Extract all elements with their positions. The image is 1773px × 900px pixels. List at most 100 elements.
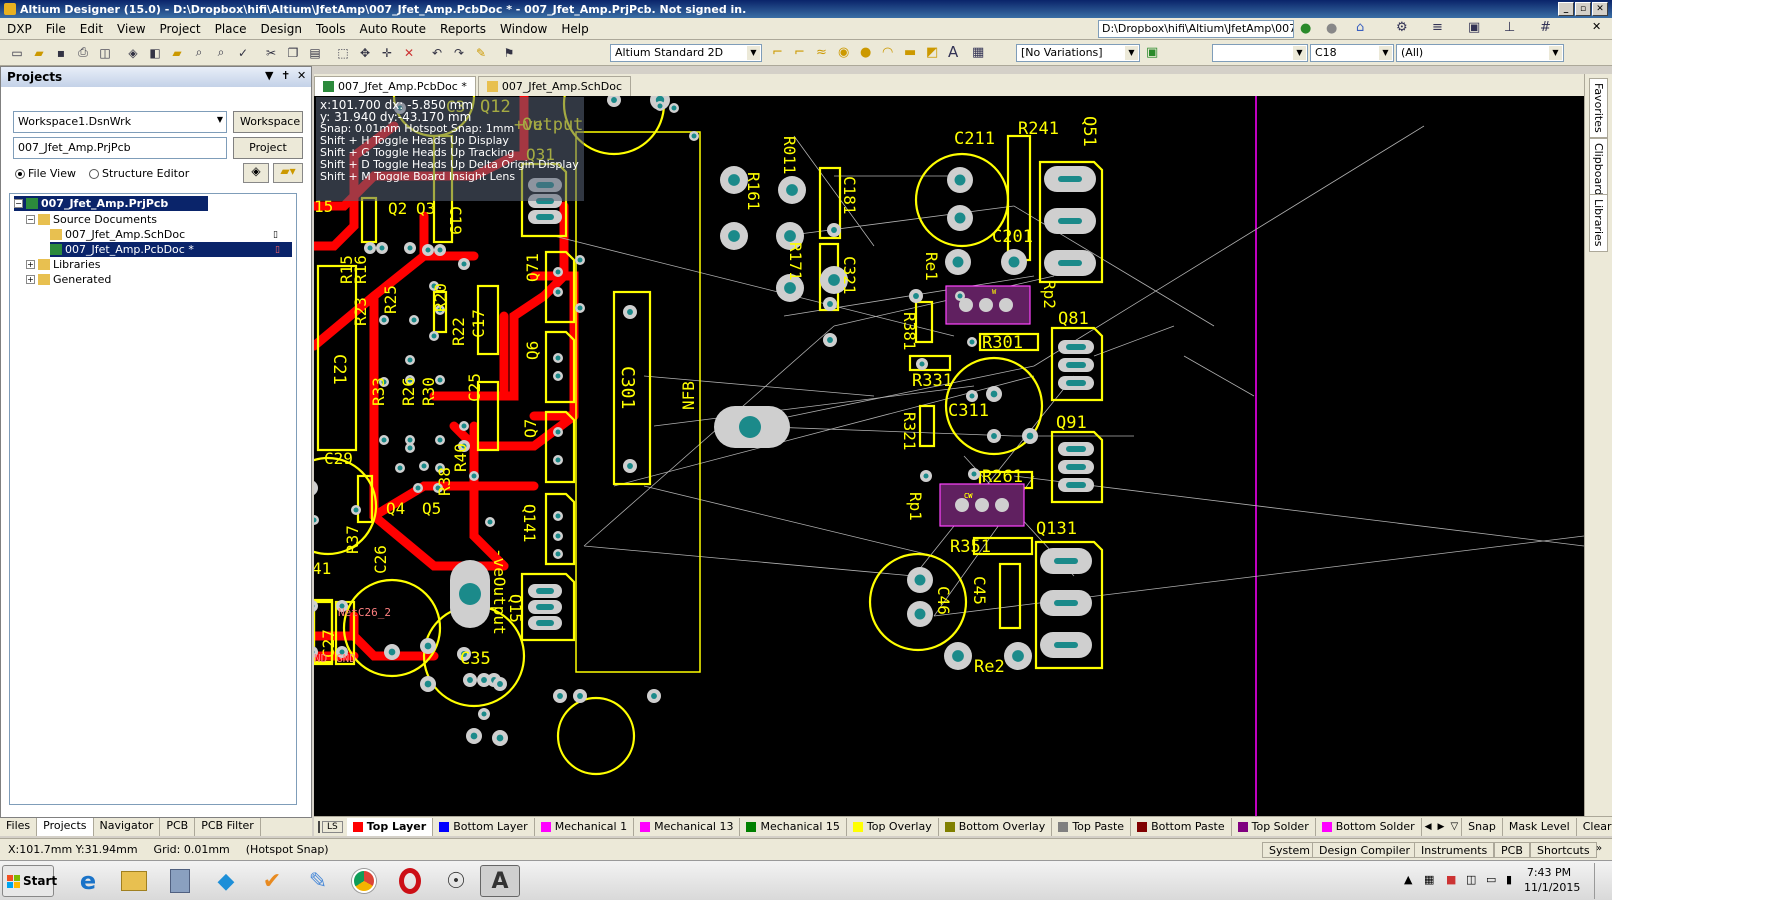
tray-security-icon[interactable]: ■ xyxy=(1446,873,1457,886)
taskbar-altium-icon[interactable]: A xyxy=(480,865,520,897)
start-button[interactable]: Start xyxy=(2,865,57,897)
tree-item-pcbdoc[interactable]: 007_Jfet_Amp.PcbDoc * ▯ xyxy=(50,242,292,257)
move-icon[interactable]: ✥ xyxy=(359,45,371,60)
cut-icon[interactable]: ✂ xyxy=(265,45,277,60)
tray-app-icon[interactable]: ▦ xyxy=(1424,873,1435,886)
workspace-combo[interactable]: Workspace1.DsnWrk ▼ xyxy=(13,111,227,133)
panel-tab-projects[interactable]: Projects xyxy=(37,818,94,836)
show-desktop-button[interactable] xyxy=(1594,863,1608,899)
redo-icon[interactable]: ↷ xyxy=(453,45,465,60)
instruments-button[interactable]: Instruments xyxy=(1414,842,1495,858)
restore-button[interactable]: ▫ xyxy=(1575,2,1591,16)
pcb-button[interactable]: PCB xyxy=(1494,842,1530,858)
tree-item-generated[interactable]: + Generated xyxy=(26,272,111,287)
paste-icon[interactable]: ▤ xyxy=(309,45,321,60)
component-filter-combo[interactable]: C18▼ xyxy=(1310,44,1394,62)
move-selection-icon[interactable]: ✛ xyxy=(381,45,393,60)
view-mode-combo[interactable]: Altium Standard 2D▼ xyxy=(610,44,762,62)
folder-icon[interactable]: ▰ xyxy=(172,45,182,60)
tray-network-icon[interactable]: ◫ xyxy=(1466,873,1477,886)
tab-favorites[interactable]: Favorites xyxy=(1589,78,1608,138)
menu-file[interactable]: File xyxy=(45,21,66,36)
collapse-icon[interactable]: − xyxy=(14,199,23,208)
copy-icon[interactable]: ❐ xyxy=(287,45,299,60)
taskbar-chrome-icon[interactable] xyxy=(344,865,384,897)
tree-item-source-documents[interactable]: − Source Documents xyxy=(26,212,157,227)
layer-scroll-left-icon[interactable]: ◀ xyxy=(1424,821,1432,832)
design-compiler-button[interactable]: Design Compiler xyxy=(1312,842,1417,858)
tray-expand-icon[interactable]: ▲ xyxy=(1404,873,1413,886)
panel-close-icon[interactable]: ✕ xyxy=(297,69,307,82)
menu-view[interactable]: View xyxy=(117,21,146,36)
menu-project[interactable]: Project xyxy=(159,21,201,36)
panel-tab-files[interactable]: Files xyxy=(0,818,38,836)
zoom-fit-icon[interactable]: ⌕ xyxy=(195,45,203,59)
expand-icon[interactable]: + xyxy=(26,275,35,284)
document-path-combo[interactable]: D:\Dropbox\hifi\Altium\JfetAmp\007_J xyxy=(1098,20,1294,38)
structure-editor-radio[interactable]: Structure Editor xyxy=(89,167,189,180)
layer-tab-bottom-paste[interactable]: Bottom Paste xyxy=(1131,817,1232,836)
panel-tab-pcb-filter[interactable]: PCB Filter xyxy=(195,818,261,836)
open-icon[interactable]: ▰ xyxy=(34,45,44,60)
pencil-icon[interactable]: ✎ xyxy=(475,45,487,60)
nav-back-icon[interactable]: ● xyxy=(1300,21,1312,36)
tray-signal-icon[interactable]: ▮ xyxy=(1506,873,1513,886)
taskbar-kodi-icon[interactable]: ◆ xyxy=(217,868,235,894)
taskbar-checkmark-app-icon[interactable]: ✔ xyxy=(262,868,282,894)
route-icon[interactable]: ⚙ xyxy=(1396,20,1408,35)
layer-tab-top-overlay[interactable]: Top Overlay xyxy=(847,817,939,836)
variations-combo[interactable]: [No Variations]▼ xyxy=(1016,44,1140,62)
doc-close-icon[interactable]: ✕ xyxy=(1592,20,1602,33)
align-icon[interactable]: ≡ xyxy=(1432,20,1443,35)
diff-pair-icon[interactable]: ⌐ xyxy=(794,45,805,60)
workspace-button[interactable]: Workspace xyxy=(233,111,303,133)
menu-place[interactable]: Place xyxy=(214,21,247,36)
save-icon[interactable]: ▪ xyxy=(56,45,66,60)
clear-button[interactable]: Clear xyxy=(1575,817,1618,836)
menu-reports[interactable]: Reports xyxy=(440,21,487,36)
tab-clipboard[interactable]: Clipboard xyxy=(1589,138,1608,201)
tab-libraries[interactable]: Libraries xyxy=(1589,194,1608,252)
file-view-radio[interactable]: File View xyxy=(15,167,76,180)
nav-forward-icon[interactable]: ● xyxy=(1326,21,1338,36)
net-filter-combo[interactable]: ▼ xyxy=(1212,44,1308,62)
compile-layers-icon[interactable]: ◈ xyxy=(243,163,269,183)
tree-item-schdoc[interactable]: 007_Jfet_Amp.SchDoc ▯ xyxy=(50,227,290,242)
grid-icon[interactable]: # xyxy=(1540,20,1551,35)
place-component-icon[interactable]: ▦ xyxy=(972,45,985,60)
status-expand-icon[interactable]: » xyxy=(1596,843,1603,854)
rubber-stamp-icon[interactable]: ⬚ xyxy=(337,45,349,60)
minimize-button[interactable]: _ xyxy=(1558,2,1574,16)
zoom-area-icon[interactable]: ⌕ xyxy=(217,45,225,59)
panel-tab-pcb[interactable]: PCB xyxy=(160,818,196,836)
filter-icon[interactable]: ▽ xyxy=(1450,821,1459,832)
place-string-icon[interactable]: A xyxy=(948,43,959,61)
menu-design[interactable]: Design xyxy=(260,21,302,36)
menu-edit[interactable]: Edit xyxy=(79,21,104,36)
place-fill-icon[interactable]: ▬ xyxy=(904,45,917,60)
tab-pcbdoc[interactable]: 007_Jfet_Amp.PcbDoc * xyxy=(314,76,476,96)
pcb-canvas[interactable]: OutputQ12+veC3Q31C211R241Q51R011R161C181… xyxy=(314,96,1584,816)
layer-tab-mechanical-13[interactable]: Mechanical 13 xyxy=(634,817,741,836)
layer-tab-mechanical-15[interactable]: Mechanical 15 xyxy=(740,817,847,836)
variant-icon[interactable]: ▣ xyxy=(1146,45,1159,60)
layers-icon[interactable]: ◈ xyxy=(128,45,138,60)
expand-icon[interactable]: + xyxy=(26,260,35,269)
multi-route-icon[interactable]: ≈ xyxy=(816,45,827,60)
taskbar-explorer-icon[interactable] xyxy=(114,865,154,897)
menu-dxp[interactable]: DXP xyxy=(7,21,32,36)
interactive-route-icon[interactable]: ⌐ xyxy=(772,45,783,60)
layer-set-button[interactable]: LS xyxy=(322,820,343,833)
layer-tab-top-paste[interactable]: Top Paste xyxy=(1052,817,1132,836)
collapse-icon[interactable]: − xyxy=(26,215,35,224)
print-icon[interactable]: ⎙ xyxy=(78,45,88,59)
current-layer-swatch[interactable] xyxy=(318,820,320,833)
taskbar-paint-icon[interactable]: ✎ xyxy=(308,868,328,894)
layer-tab-bottom-solder[interactable]: Bottom Solder xyxy=(1316,817,1422,836)
layer-tab-top-layer[interactable]: Top Layer xyxy=(346,817,434,836)
project-button[interactable]: Project xyxy=(233,137,303,159)
undo-icon[interactable]: ↶ xyxy=(431,45,443,60)
system-clock[interactable]: 7:43 PM 11/1/2015 xyxy=(1524,865,1580,895)
drc-icon[interactable]: ⚑ xyxy=(503,45,515,60)
ruler-icon[interactable]: ⊥ xyxy=(1504,20,1516,35)
